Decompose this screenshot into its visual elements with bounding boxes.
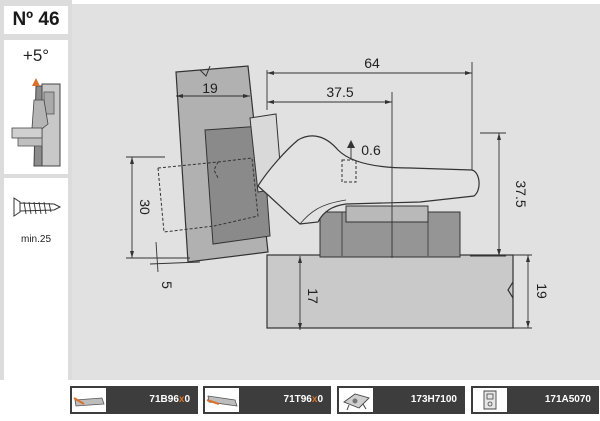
screw-panel: min.25 — [4, 178, 68, 380]
hinge-arm — [257, 135, 480, 225]
angle-label: +5° — [22, 46, 50, 65]
sidebar: Nº 46 +5° min.25 — [0, 0, 72, 421]
screw-icon — [13, 197, 62, 217]
accessory-code: 71B96x0 — [149, 394, 190, 405]
edge-insert-icon — [72, 388, 106, 412]
dim-total-width: 64 — [364, 55, 380, 71]
screw-min-label: min.25 — [20, 234, 51, 245]
accessory-item[interactable]: 173H7100 — [337, 386, 465, 414]
dim-side-gap: 5 — [159, 281, 175, 289]
accessory-code: 71T96x0 — [283, 394, 323, 405]
cover-cap-icon — [473, 388, 507, 412]
accessory-code: 171A5070 — [544, 394, 591, 405]
dim-inner-width: 37.5 — [326, 84, 353, 100]
accessory-item[interactable]: 71B96x0 — [70, 386, 198, 414]
accessory-item[interactable]: 171A5070 — [471, 386, 599, 414]
diagram-area: 64 37.5 19 0.6 37.5 30 5 17 19 — [72, 4, 600, 380]
edge-insert-icon — [205, 388, 239, 412]
model-number: Nº 46 — [4, 6, 68, 34]
dim-panel-right: 19 — [534, 283, 550, 299]
accessory-item[interactable]: 71T96x0 — [203, 386, 331, 414]
hinge-thumbnail-icon — [11, 78, 61, 167]
angle-panel: +5° — [4, 40, 68, 174]
dim-panel-left: 17 — [305, 288, 321, 304]
cabinet-panel — [266, 254, 514, 329]
mounting-plate-icon — [339, 388, 373, 412]
hinge-section-drawing: 64 37.5 19 0.6 37.5 30 5 17 19 — [126, 55, 550, 330]
accessory-code: 173H7100 — [410, 394, 457, 405]
dim-height-right: 37.5 — [513, 180, 529, 207]
dim-offset: 0.6 — [361, 142, 381, 158]
dim-door-thickness: 19 — [202, 80, 218, 96]
dim-cup-depth: 30 — [137, 199, 153, 215]
